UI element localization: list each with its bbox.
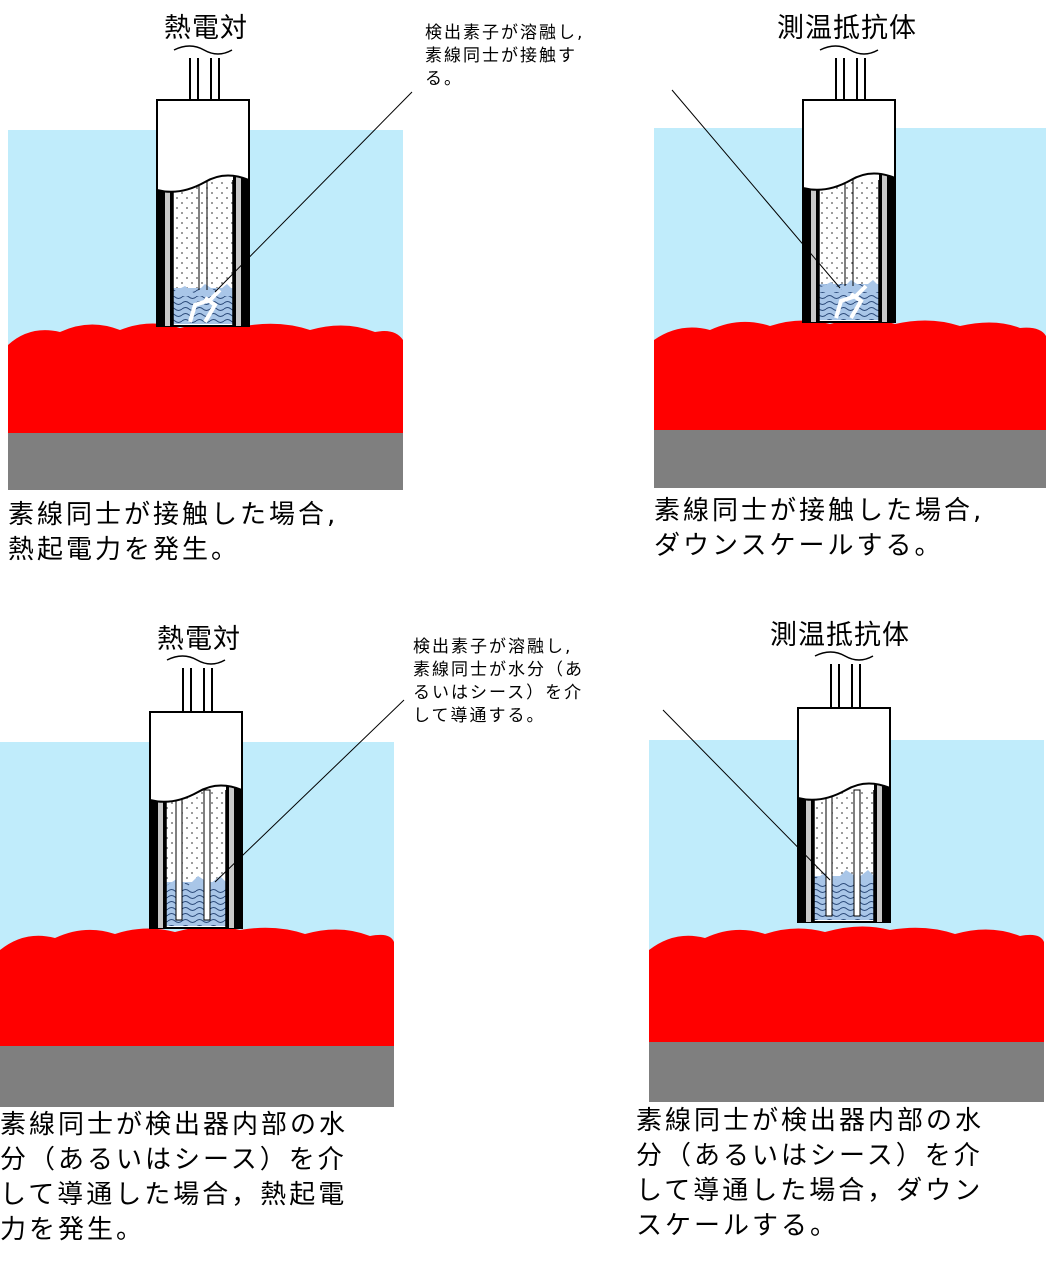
- panel1-caption: 素線同士が接触した場合, 熱起電力を発生。: [8, 500, 339, 565]
- melt-region: [8, 322, 403, 433]
- base-region: [649, 1042, 1044, 1102]
- panel3-caption: 素線同士が検出器内部の水 分（あるいはシース）を介 して導通した場合，熱起電 力…: [0, 1110, 349, 1245]
- wire-contact: [834, 284, 868, 320]
- melt-region: [0, 926, 394, 1046]
- wire-contact: [188, 288, 222, 324]
- insulation-powder: [173, 180, 233, 290]
- panel4-title: 測温抵抗体: [770, 620, 910, 651]
- insulation-powder: [814, 790, 874, 880]
- base-region: [654, 430, 1046, 488]
- wire-left: [175, 789, 183, 921]
- leader-line: [662, 709, 831, 881]
- head: [156, 99, 250, 193]
- leader-line: [214, 699, 405, 883]
- melt-region: [649, 926, 1044, 1042]
- panel3-title: 熱電対: [157, 624, 241, 655]
- moisture-layer: [166, 882, 226, 926]
- head: [149, 711, 243, 803]
- wire-right: [203, 789, 211, 921]
- moisture-layer: [814, 876, 874, 920]
- leader-line: [671, 89, 841, 289]
- panel2-title: 測温抵抗体: [777, 13, 917, 44]
- callout-note-top: 検出素子が溶融し, 素線同士が接触す る。: [425, 23, 585, 89]
- base-region: [8, 433, 403, 490]
- callout-note-bottom: 検出素子が溶融し, 素線同士が水分（あ るいはシース）を介 して導通する。: [413, 637, 584, 726]
- melt-region: [654, 319, 1046, 430]
- panel-thermocouple-contact: [8, 45, 413, 490]
- base-region: [0, 1046, 394, 1107]
- head: [802, 99, 896, 191]
- panel2-caption: 素線同士が接触した場合, ダウンスケールする。: [654, 496, 985, 561]
- leader-line: [214, 91, 413, 293]
- panel-thermocouple-moisture: [0, 655, 405, 1107]
- head: [797, 707, 891, 801]
- wire-left: [825, 789, 833, 917]
- panel-rtd-moisture: [649, 651, 1044, 1102]
- panel-rtd-contact: [654, 45, 1046, 488]
- panel4-caption: 素線同士が検出器内部の水 分（あるいはシース）を介 して導通した場合，ダウン ス…: [636, 1106, 985, 1241]
- panel1-title: 熱電対: [164, 13, 248, 44]
- insulation-powder: [819, 180, 879, 286]
- wire-right: [853, 789, 861, 917]
- insulation-powder: [166, 790, 226, 886]
